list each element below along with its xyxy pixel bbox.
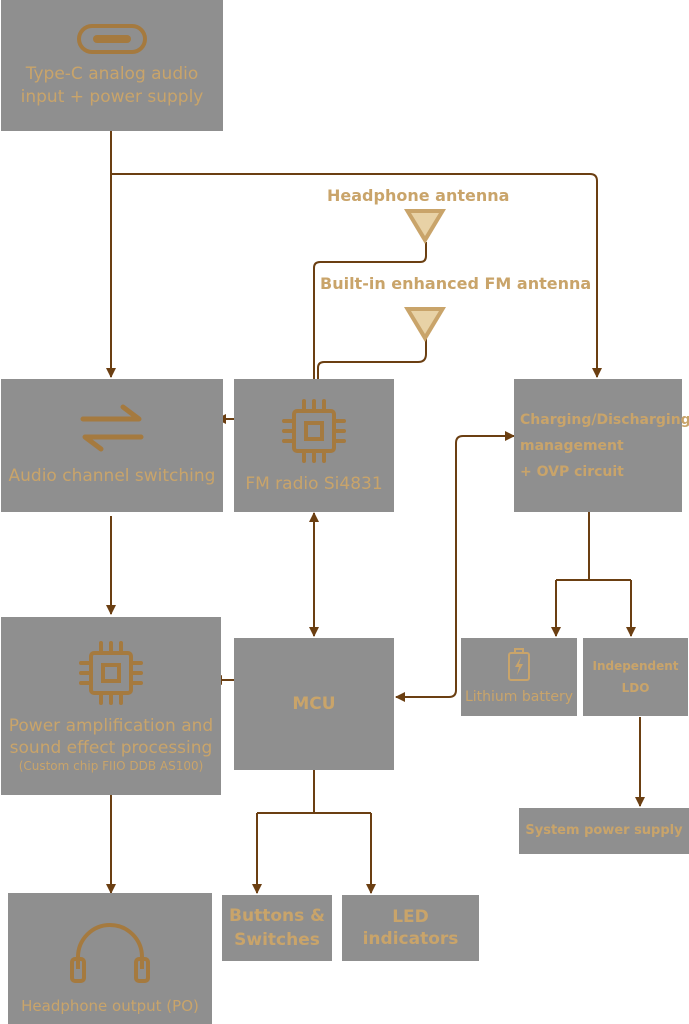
line-mcu-split <box>257 770 371 814</box>
fm-radio-block: FM radio Si4831 <box>234 379 394 512</box>
usb-c-port-icon <box>77 24 147 55</box>
ldo-label-line1: Independent <box>592 659 679 673</box>
buttons-switches-block: Buttons & Switches <box>222 895 332 961</box>
headphone-output-block: Headphone output (PO) <box>8 893 212 1024</box>
audio-switching-label: Audio channel switching <box>8 466 216 487</box>
typec-input-block: Type-C analog audio input + power supply <box>1 0 223 131</box>
battery-charging-icon <box>508 647 530 681</box>
system-power-supply-block: System power supply <box>519 808 689 854</box>
builtin-antenna-icon <box>404 307 446 342</box>
charging-label-line1: Charging/Discharging <box>520 411 689 428</box>
line-fm-to-builtin-antenna <box>317 338 427 380</box>
power-amplification-block: Power amplification and sound effect pro… <box>1 617 221 795</box>
typec-label-line2: input + power supply <box>20 86 204 107</box>
charging-label-line3: + OVP circuit <box>520 463 624 480</box>
amp-label-line1: Power amplification and <box>8 716 214 737</box>
battery-label: Lithium battery <box>464 688 573 705</box>
headphone-antenna-label: Headphone antenna <box>327 186 510 205</box>
line-mcu-charging <box>395 431 515 702</box>
line-charging-split <box>556 512 631 581</box>
ldo-label-line2: LDO <box>621 681 650 695</box>
amp-label-line2: sound effect processing <box>9 738 213 759</box>
charging-label-line2: management <box>520 437 624 454</box>
chip-icon <box>282 399 346 464</box>
lithium-battery-block: Lithium battery <box>461 638 577 716</box>
charging-management-block: Charging/Discharging management + OVP ci… <box>514 379 689 512</box>
buttons-label-line1: Buttons & <box>229 906 325 926</box>
headphone-output-label: Headphone output (PO) <box>21 996 199 1015</box>
mcu-block: MCU <box>234 638 394 770</box>
led-label: LED indicators <box>362 906 459 949</box>
independent-ldo-block: Independent LDO <box>583 638 688 716</box>
amp-label-line3: (Custom chip FIIO DDB AS100) <box>18 759 204 774</box>
swap-arrows-icon <box>80 404 144 452</box>
headphone-antenna-icon <box>404 209 446 244</box>
fm-radio-label: FM radio Si4831 <box>245 474 383 495</box>
system-power-label: System power supply <box>525 822 683 838</box>
chip-icon <box>79 641 143 706</box>
line-typec-to-charging <box>111 173 602 378</box>
headphone-icon <box>70 922 150 983</box>
typec-label-line1: Type-C analog audio <box>25 64 199 85</box>
audio-switching-block: Audio channel switching <box>1 379 223 512</box>
mcu-label: MCU <box>292 693 336 714</box>
led-indicators-block: LED indicators <box>342 895 479 961</box>
builtin-antenna-label: Built-in enhanced FM antenna <box>320 274 592 293</box>
line-fm-to-headphone-antenna <box>313 242 427 380</box>
buttons-label-line2: Switches <box>234 930 320 950</box>
